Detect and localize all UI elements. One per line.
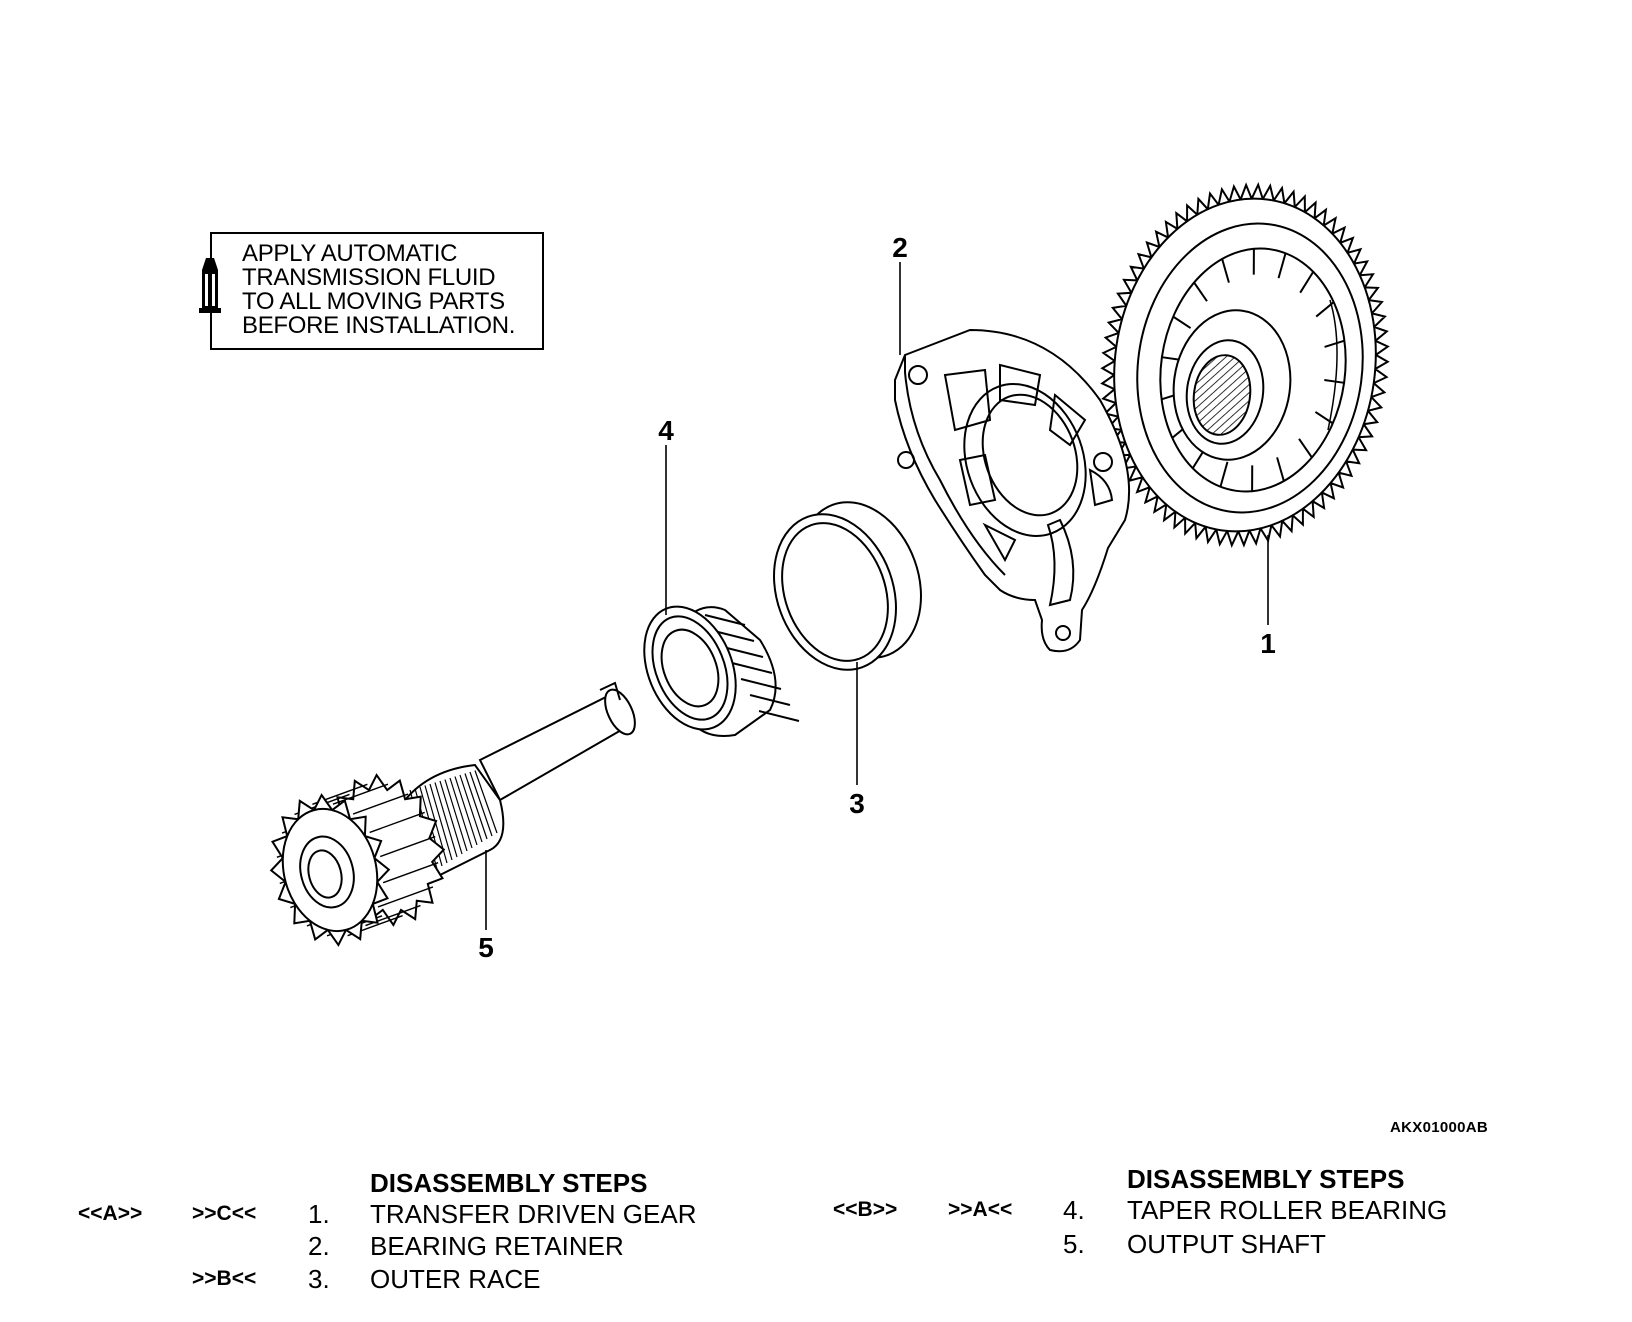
steps-header-right: DISASSEMBLY STEPS <box>1127 1164 1405 1194</box>
shaft-spline <box>474 770 498 834</box>
shaft-spline <box>444 779 468 852</box>
step-row: <<B>> >>A<< 4. TAPER ROLLER BEARING <box>0 1195 1500 1227</box>
figure-id: AKX01000AB <box>1390 1119 1489 1136</box>
step-name: TAPER ROLLER BEARING <box>1127 1195 1448 1225</box>
shaft-spline <box>454 776 478 846</box>
note-line-3: TO ALL MOVING PARTS <box>242 288 505 315</box>
gear-dog <box>1299 271 1315 294</box>
gear-dog <box>1221 258 1230 283</box>
pinion-tooth <box>332 783 389 805</box>
pinion-tooth <box>352 793 409 815</box>
note-line-1: APPLY AUTOMATIC <box>242 240 458 267</box>
shaft-spline <box>439 780 463 855</box>
bearing-roller <box>758 710 800 722</box>
gear-dog <box>1276 457 1285 482</box>
bearing-roller <box>731 662 773 674</box>
shaft-spline <box>464 773 488 840</box>
bearing-roller <box>749 694 791 706</box>
step-row: >>B<< 3. OUTER RACE <box>0 1264 760 1296</box>
step-number: 3. <box>308 1264 330 1294</box>
bearing-roller <box>740 678 782 690</box>
step-row: 5. OUTPUT SHAFT <box>0 1229 1500 1261</box>
step-code-a: <<A>> <box>78 1202 143 1225</box>
gear-dog <box>1277 252 1287 279</box>
shaft-spline <box>469 771 493 837</box>
step-number: 4. <box>1063 1195 1085 1225</box>
shaft-spline <box>449 777 473 849</box>
shaft-spline <box>429 783 453 861</box>
note-line-4: BEFORE INSTALLATION. <box>242 312 516 339</box>
callout-3: 3 <box>849 788 865 819</box>
pinion-tooth <box>369 811 425 834</box>
leader-lines <box>485 262 1269 930</box>
step-row: <<A>> >>C<< 1. TRANSFER DRIVEN GEAR <box>0 1199 760 1231</box>
pinion-tooth <box>379 835 436 858</box>
step-code-b: >>B<< <box>192 1267 257 1290</box>
step-code-b: >>A<< <box>948 1198 1013 1221</box>
bearing-retainer <box>894 328 1131 653</box>
step-number: 1. <box>308 1199 330 1229</box>
callout-2: 2 <box>892 232 908 263</box>
gear-dog <box>1219 461 1229 488</box>
step-number: 5. <box>1063 1229 1085 1259</box>
steps-header-left: DISASSEMBLY STEPS <box>370 1168 648 1198</box>
bearing-roller <box>713 630 755 642</box>
callout-4: 4 <box>658 415 674 446</box>
outer-race <box>773 501 922 671</box>
gear-dog <box>1324 339 1345 348</box>
step-number: 2. <box>308 1231 330 1261</box>
transfer-driven-gear <box>1100 181 1390 549</box>
step-name: TRANSFER DRIVEN GEAR <box>370 1199 697 1229</box>
gear-dog <box>1324 379 1345 384</box>
gear-dog <box>1298 438 1313 459</box>
pinion-tooth <box>382 862 439 884</box>
shaft-spline <box>434 782 458 858</box>
lubrication-note: APPLY AUTOMATIC TRANSMISSION FLUID TO AL… <box>199 232 544 350</box>
bearing-roller <box>704 614 746 626</box>
pinion-tooth <box>377 886 434 908</box>
gear-dog <box>1193 281 1208 302</box>
shaft-spline <box>459 774 483 843</box>
step-row: 2. BEARING RETAINER <box>0 1231 760 1263</box>
note-line-2: TRANSMISSION FLUID <box>242 264 496 291</box>
callout-5: 5 <box>478 932 494 963</box>
bearing-roller <box>722 646 764 658</box>
step-name: BEARING RETAINER <box>370 1231 624 1261</box>
gear-dog <box>1172 315 1192 329</box>
step-code-b: >>C<< <box>192 1202 257 1225</box>
step-code-a: <<B>> <box>833 1198 898 1221</box>
output-shaft <box>269 681 636 947</box>
callout-1: 1 <box>1260 628 1276 659</box>
step-name: OUTPUT SHAFT <box>1127 1229 1326 1259</box>
step-name: OUTER RACE <box>370 1264 541 1294</box>
oil-can-icon <box>199 258 221 313</box>
taper-roller-bearing <box>643 605 800 737</box>
